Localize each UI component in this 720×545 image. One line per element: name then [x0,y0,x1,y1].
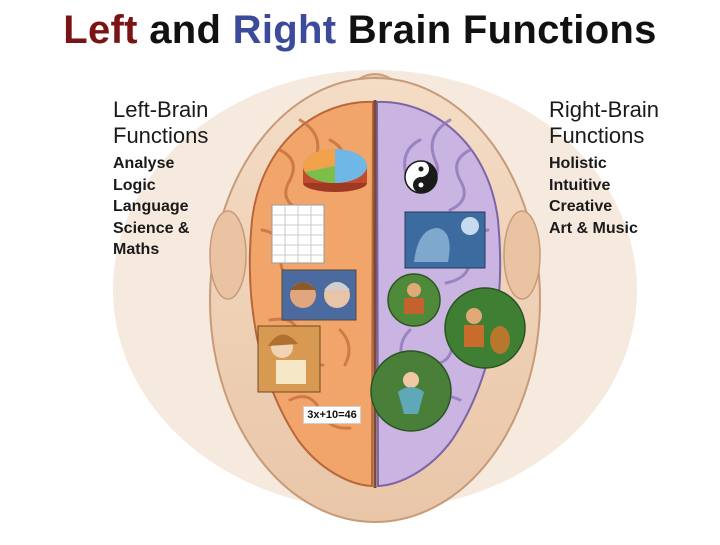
intuition-photo-icon [404,211,486,269]
left-item: Language [113,198,189,215]
right-item: Holistic [549,155,607,172]
right-item: Creative [549,198,613,215]
fairy-icon [370,350,452,432]
musician-icon [387,273,441,327]
equation-label: 3x+10=46 [303,406,361,424]
guitar-player-icon [444,287,526,369]
title-rest: Brain Functions [336,8,657,52]
left-heading-line2: Functions [113,123,209,148]
title-right-word: Right [232,8,337,52]
right-brain-heading: Right-Brain Functions [549,97,709,149]
right-heading-line1: Right-Brain [549,97,660,122]
left-brain-heading: Left-Brain Functions [113,97,253,149]
spreadsheet-icon [271,204,325,264]
right-heading-line2: Functions [549,123,645,148]
left-item: Science & [113,219,190,237]
yin-yang-icon [404,160,438,194]
page-title: Left and Right Brain Functions [0,8,720,53]
right-brain-list: Holistic Intuitive Creative Art & Music [549,153,638,239]
left-brain-list: Analyse Logic Language Science & Maths [113,153,189,261]
left-item: Maths [113,241,160,258]
title-left-word: Left [63,8,138,52]
right-item: Art & Music [549,219,638,237]
reading-woman-icon [257,325,321,393]
right-item: Intuitive [549,176,611,194]
left-heading-line1: Left-Brain [113,97,209,122]
left-item: Logic [113,176,156,194]
title-middle: and [137,8,233,52]
pie-chart-icon [302,148,367,192]
left-item: Analyse [113,155,175,172]
face-photo-icon [281,269,357,321]
